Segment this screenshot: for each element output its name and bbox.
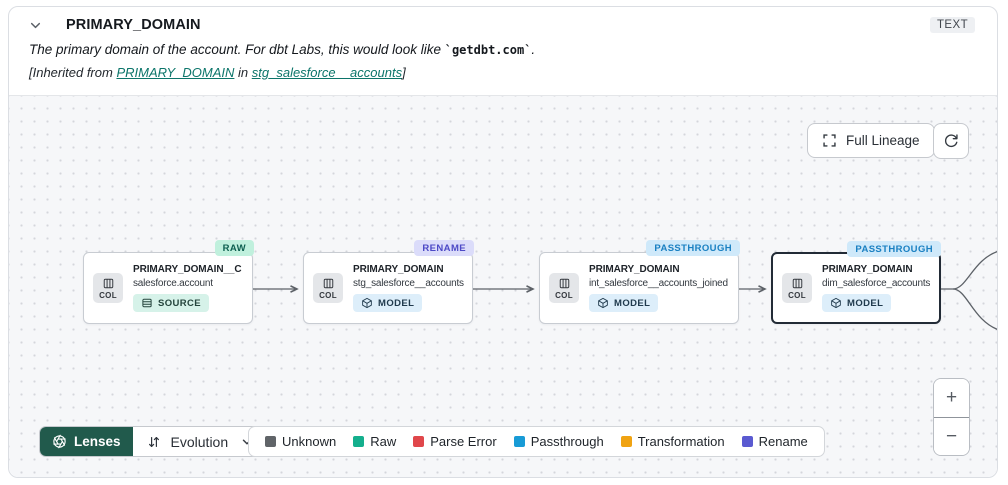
legend-color-swatch bbox=[513, 436, 525, 447]
lineage-node[interactable]: PASSTHROUGH COL PRIMARY_DOMAIN dim_salesfor… bbox=[771, 241, 941, 324]
column-chip: COL bbox=[93, 273, 123, 303]
lenses-label: Lenses bbox=[74, 434, 121, 449]
source-rows-icon bbox=[142, 298, 152, 308]
col-chip-label: COL bbox=[319, 291, 337, 300]
column-chip: COL bbox=[313, 273, 343, 303]
resource-type-label: SOURCE bbox=[158, 297, 202, 309]
lineage-canvas[interactable]: RAW COL PRIMARY_DOMAIN__C salesforce.accoun… bbox=[9, 95, 997, 477]
swap-vertical-icon bbox=[148, 436, 159, 447]
evolution-type-badge: RENAME bbox=[414, 240, 474, 256]
evolution-legend: Unknown Raw Parse Error Passthrough Transfor… bbox=[248, 426, 825, 457]
node-column-name: PRIMARY_DOMAIN bbox=[353, 264, 444, 275]
node-column-name: PRIMARY_DOMAIN__C bbox=[133, 264, 242, 275]
inherited-from-note: [Inherited from PRIMARY_DOMAIN in stg_sa… bbox=[29, 65, 406, 80]
legend-label: Passthrough bbox=[530, 434, 604, 449]
lenses-button[interactable]: Lenses bbox=[40, 427, 133, 456]
lineage-edges bbox=[253, 251, 997, 330]
legend-color-swatch bbox=[265, 436, 276, 447]
inline-code: `getdbt.com` bbox=[444, 43, 532, 57]
full-lineage-label: Full Lineage bbox=[846, 133, 920, 148]
resource-type-badge: SOURCE bbox=[133, 294, 210, 312]
legend-item: Rename bbox=[741, 434, 808, 449]
model-cube-icon bbox=[598, 297, 608, 309]
node-model-name: stg_salesforce__accounts bbox=[353, 278, 464, 289]
expand-icon bbox=[823, 134, 836, 147]
node-model-name: dim_salesforce_accounts bbox=[822, 278, 931, 289]
legend-color-swatch bbox=[353, 436, 365, 447]
lens-dropdown-value: Evolution bbox=[170, 433, 229, 450]
legend-item: Raw bbox=[353, 434, 396, 449]
legend-label: Transformation bbox=[637, 434, 725, 449]
col-chip-label: COL bbox=[99, 291, 117, 300]
legend-label: Parse Error bbox=[430, 434, 497, 449]
columns-icon bbox=[323, 278, 333, 289]
node-model-name: int_salesforce__accounts_joined bbox=[589, 278, 728, 289]
legend-color-swatch bbox=[413, 436, 425, 447]
zoom-controls: + − bbox=[933, 378, 970, 456]
column-header: PRIMARY_DOMAIN TEXT The primary domain o… bbox=[9, 7, 997, 80]
lens-dropdown[interactable]: Evolution bbox=[133, 427, 267, 456]
legend-item: Parse Error bbox=[413, 434, 497, 449]
aperture-icon bbox=[53, 434, 66, 449]
resource-type-badge: MODEL bbox=[589, 294, 659, 312]
col-chip-label: COL bbox=[788, 291, 806, 300]
col-chip-label: COL bbox=[555, 291, 573, 300]
columns-icon bbox=[792, 278, 802, 289]
legend-item: Passthrough bbox=[513, 434, 604, 449]
column-description: The primary domain of the account. For d… bbox=[29, 42, 536, 57]
column-chip: COL bbox=[782, 273, 812, 303]
node-column-name: PRIMARY_DOMAIN bbox=[589, 264, 680, 275]
collapse-button[interactable] bbox=[27, 17, 43, 33]
node-column-name: PRIMARY_DOMAIN bbox=[822, 264, 913, 275]
evolution-type-badge: RAW bbox=[214, 240, 254, 256]
column-lineage-panel: PRIMARY_DOMAIN TEXT The primary domain o… bbox=[8, 6, 998, 478]
resource-type-badge: MODEL bbox=[822, 294, 892, 312]
legend-item: Transformation bbox=[620, 434, 725, 449]
lineage-node[interactable]: RAW COL PRIMARY_DOMAIN__C salesforce.accoun… bbox=[83, 240, 254, 324]
model-cube-icon bbox=[362, 297, 372, 309]
resource-type-label: MODEL bbox=[847, 297, 884, 309]
node-model-name: salesforce.account bbox=[133, 278, 213, 289]
chevron-down-icon bbox=[30, 22, 40, 28]
inherited-column-link[interactable]: PRIMARY_DOMAIN bbox=[116, 65, 235, 80]
refresh-button[interactable] bbox=[933, 123, 969, 159]
zoom-in-button[interactable]: + bbox=[934, 379, 969, 417]
lineage-node[interactable]: PASSTHROUGH COL PRIMARY_DOMAIN int_salesfor… bbox=[539, 240, 740, 324]
resource-type-label: MODEL bbox=[614, 297, 651, 309]
resource-type-label: MODEL bbox=[378, 297, 415, 309]
data-type-badge: TEXT bbox=[930, 17, 975, 33]
column-title: PRIMARY_DOMAIN bbox=[66, 17, 201, 33]
legend-label: Raw bbox=[370, 434, 397, 449]
full-lineage-button[interactable]: Full Lineage bbox=[807, 123, 935, 158]
refresh-icon bbox=[944, 134, 958, 148]
evolution-type-badge: PASSTHROUGH bbox=[847, 241, 941, 257]
zoom-out-button[interactable]: − bbox=[934, 417, 969, 455]
legend-label: Unknown bbox=[282, 434, 337, 449]
column-chip: COL bbox=[549, 273, 579, 303]
lineage-node[interactable]: RENAME COL PRIMARY_DOMAIN stg_salesforce__a… bbox=[303, 240, 474, 324]
legend-item: Unknown bbox=[265, 434, 336, 449]
legend-color-swatch bbox=[620, 436, 632, 447]
evolution-type-badge: PASSTHROUGH bbox=[646, 240, 740, 256]
model-cube-icon bbox=[831, 297, 841, 309]
resource-type-badge: MODEL bbox=[353, 294, 423, 312]
columns-icon bbox=[559, 278, 569, 289]
lenses-control: Lenses Evolution bbox=[39, 426, 268, 457]
legend-label: Rename bbox=[758, 434, 808, 449]
columns-icon bbox=[103, 278, 113, 289]
legend-color-swatch bbox=[741, 436, 753, 447]
inherited-model-link[interactable]: stg_salesforce__accounts bbox=[251, 65, 403, 80]
